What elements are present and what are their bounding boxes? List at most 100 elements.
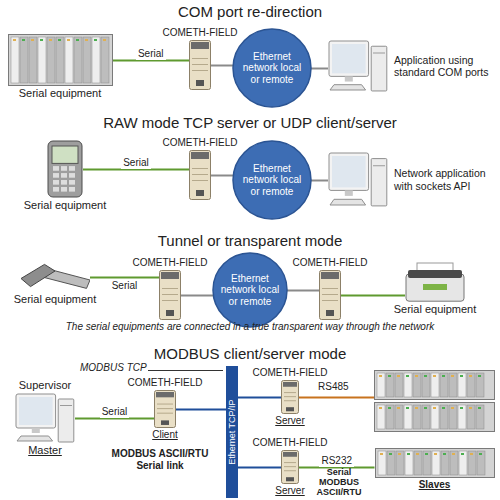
network-label: Ethernet network local or remote [221,273,280,308]
terminal-key [53,166,59,171]
terminal-key [53,180,59,185]
computer-picture [328,152,388,207]
cometh-field-device [319,270,341,320]
plc-led [415,375,418,377]
barcode-scanner [20,262,90,292]
plc-module [404,373,412,397]
connector [238,467,281,469]
ethernet-bus: Ethernet TCP/IP [226,366,238,498]
annotation: MODBUS ASCII/RTU Serial link [100,448,220,471]
plc-module [83,37,91,83]
section-heading: COM port re-direction [0,3,500,20]
plc-led [443,453,446,455]
plc-led [13,39,16,41]
plc-module [423,451,431,475]
terminal-key [61,166,67,171]
rj45-port [286,407,294,411]
plc-led [85,39,88,41]
plc-module [386,405,394,429]
device-top [191,152,209,159]
connector [75,418,154,420]
handheld-terminal [47,140,83,198]
plc-led [397,375,400,377]
plc-led [388,407,391,409]
plc-module [405,451,413,475]
plc-module [440,373,448,397]
plc-picture [8,34,113,86]
plc-module [413,405,421,429]
connector [90,277,159,279]
label-printer [405,262,465,302]
connector [176,409,226,411]
plc-module [440,405,448,429]
plc-led [425,453,428,455]
plc-led [442,407,445,409]
screen [332,44,366,73]
screen [332,156,366,187]
node-label: Master [28,444,62,457]
leader-line [148,370,223,371]
plc-led [451,375,454,377]
monitor-stand [32,428,40,433]
monitor-stand [345,190,353,196]
node-label: Server [275,415,304,427]
connector [83,169,189,171]
plc-module [459,451,467,475]
connector [311,180,328,182]
cometh-field-device [189,40,211,90]
device-name: COMETH-FIELD [163,27,238,39]
rj45-port [196,80,204,86]
node-label: Client [152,429,178,441]
network-circle: Ethernet network local or remote [232,28,312,108]
terminal-key [61,180,67,185]
plc-led [76,39,79,41]
terminal-key [53,187,59,192]
plc-picture [375,448,495,478]
plc-module [378,451,386,475]
plc-led [478,407,481,409]
plc-module [422,373,430,397]
connector [181,295,213,297]
terminal-key [69,180,75,185]
cometh-field-device [154,390,176,428]
printer-label [423,284,447,290]
device-name: COMETH-FIELD [128,377,203,389]
tower [371,46,387,91]
plc-led [479,453,482,455]
connector-label: Serial [121,157,151,169]
device-rib [162,300,178,301]
terminal-screen [52,146,78,163]
circle-outline [233,141,311,219]
circle-outline [213,253,287,327]
device-rib [284,392,296,393]
plc-module [458,373,466,397]
description-text: Network application with sockets API [394,167,494,191]
plc-led [460,375,463,377]
monitor [329,41,369,76]
monitor [16,394,56,428]
computer-picture [15,393,75,443]
plc-led [469,407,472,409]
device-rib [192,58,208,59]
plc-led [470,453,473,455]
handheld-terminal: Serial equipment [20,140,110,213]
keyboard [330,199,366,205]
cometh-field-device: COMETH-FIELD [160,26,240,90]
rj45-port [196,190,204,196]
cometh-field-device [154,390,176,428]
rj45-port [286,477,294,481]
connector-label: RS232 [319,455,354,467]
device-rib [192,180,208,181]
device-rib [162,294,178,295]
connector [211,175,233,177]
plc-module [458,405,466,429]
rj45-port [161,420,169,425]
section-heading: MODBUS client/server mode [0,345,500,362]
section-heading: RAW mode TCP server or UDP client/server [0,114,500,131]
terminal-key [61,187,67,192]
computer-picture: Application using standard COM ports [328,40,494,92]
plc-led [415,407,418,409]
connector [341,295,405,297]
node-label: Serial equipment [14,293,97,306]
plc-led [407,453,410,455]
